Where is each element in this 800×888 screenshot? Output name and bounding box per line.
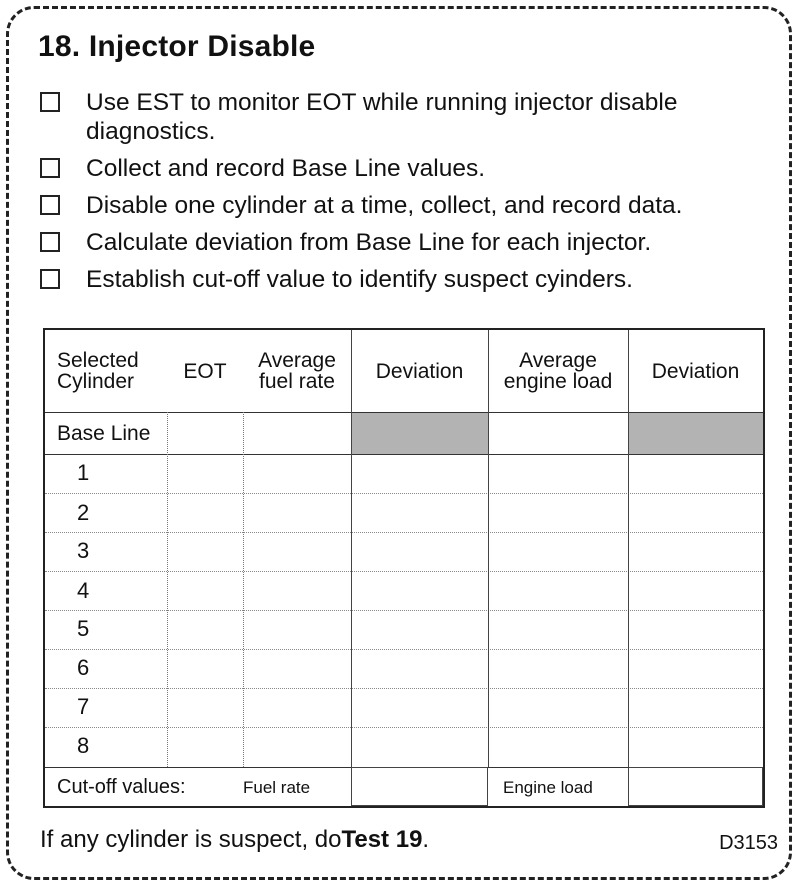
column-divider	[243, 412, 245, 767]
row-divider	[45, 688, 763, 690]
cylinder-row-label: 7	[77, 694, 90, 719]
fuel-rate-label: Fuel rate	[243, 778, 311, 797]
footer-instruction: If any cylinder is suspect, doTest 19.	[40, 826, 429, 854]
row-divider	[45, 493, 763, 495]
cylinder-row-label: 1	[77, 460, 90, 485]
checkbox[interactable]	[40, 195, 60, 215]
cylinder-row-label: 8	[77, 733, 90, 758]
fuel-rate-cutoff-field[interactable]	[351, 767, 488, 806]
header-average-engine-load: Average engine load	[503, 349, 613, 393]
footer-text: If any cylinder is suspect, do	[40, 826, 342, 853]
checklist-item-label: Calculate deviation from Base Line for e…	[86, 229, 652, 256]
header-divider	[45, 412, 763, 413]
shaded-cell	[351, 412, 488, 454]
shaded-cell	[628, 412, 763, 454]
cylinder-row-label: 6	[77, 655, 90, 680]
baseline-divider	[45, 454, 763, 455]
row-divider	[45, 571, 763, 573]
checklist-item-label: Establish cut-off value to identify susp…	[86, 266, 633, 293]
header-average-fuel-rate: Average fuel rate	[258, 349, 336, 393]
row-divider	[45, 649, 763, 651]
checkbox[interactable]	[40, 92, 60, 112]
engine-load-cutoff-field[interactable]	[628, 767, 763, 806]
checklist-item-label: Use EST to monitor EOT while running inj…	[86, 89, 678, 145]
checklist-item: Disable one cylinder at a time, collect,…	[40, 191, 790, 220]
checkbox[interactable]	[40, 232, 60, 252]
engine-load-label: Engine load	[503, 778, 593, 797]
header-fuel-deviation: Deviation	[375, 359, 464, 383]
column-divider	[167, 412, 169, 767]
cylinder-row-label: 5	[77, 616, 90, 641]
checkbox[interactable]	[40, 269, 60, 289]
injector-table: Selected Cylinder EOT Average fuel rate …	[43, 328, 765, 808]
column-divider	[351, 330, 352, 767]
cylinder-row-label: 2	[77, 500, 90, 525]
cylinder-row-label: 4	[77, 578, 90, 603]
checkbox[interactable]	[40, 158, 60, 178]
checklist-item: Collect and record Base Line values.	[40, 154, 790, 183]
cutoff-label: Cut-off values:	[57, 776, 186, 798]
header-selected-cylinder: Selected Cylinder	[57, 349, 139, 393]
header-eot: EOT	[183, 359, 227, 383]
cylinder-row-label: 3	[77, 538, 90, 563]
header-load-deviation: Deviation	[651, 359, 740, 383]
figure-code: D3153	[719, 832, 778, 854]
checklist-item-label: Collect and record Base Line values.	[86, 155, 486, 182]
column-divider	[488, 330, 489, 767]
column-divider	[628, 330, 629, 767]
checklist-item-label: Disable one cylinder at a time, collect,…	[86, 192, 683, 219]
dashed-frame	[6, 6, 792, 880]
base-line-label: Base Line	[57, 422, 151, 445]
row-divider	[45, 532, 763, 534]
row-divider	[45, 727, 763, 729]
checklist-item: Establish cut-off value to identify susp…	[40, 265, 790, 294]
test-19-link[interactable]: Test 19	[341, 826, 423, 853]
page-title: 18. Injector Disable	[38, 30, 316, 63]
footer-period: .	[422, 826, 430, 853]
checklist: Use EST to monitor EOT while running inj…	[40, 88, 790, 302]
checklist-item: Calculate deviation from Base Line for e…	[40, 228, 790, 257]
checklist-item: Use EST to monitor EOT while running inj…	[40, 88, 680, 146]
row-divider	[45, 610, 763, 612]
